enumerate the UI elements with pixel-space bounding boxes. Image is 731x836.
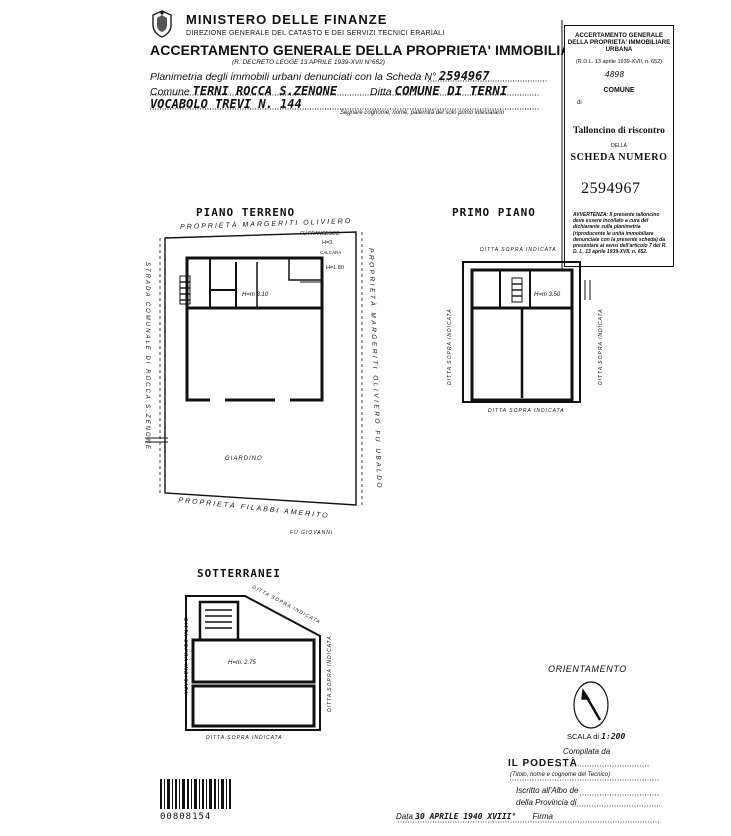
comune-line: Comune TERNI ROCCA S.ZENONE Ditta COMUNE… xyxy=(150,83,507,98)
calcara-label: CALCARA xyxy=(320,250,342,255)
scheda-number: 2594967 xyxy=(439,69,490,83)
property-bottom-sub: FU GIOVANNI xyxy=(290,530,334,536)
vocabolo-value: VOCABOLO TREVI N. 144 xyxy=(150,97,302,111)
first-floor-title: PRIMO PIANO xyxy=(452,206,536,219)
height-180: H=1.80 xyxy=(326,265,344,271)
basement-title: SOTTERRANEI xyxy=(197,567,281,580)
scheda-underline xyxy=(428,80,548,82)
state-emblem-icon xyxy=(152,10,172,38)
scale-label: SCALA di xyxy=(567,732,600,741)
first-floor-outline xyxy=(462,261,581,403)
card-comune: COMUNE xyxy=(603,87,635,94)
basement-height: H=m. 2.75 xyxy=(228,660,256,666)
date-value: 30 APRILE 1940 XVIII° xyxy=(415,812,517,821)
planimetria-label: Planimetria degli immobili urbani denunc… xyxy=(150,71,437,83)
basement-ditta-left: DITTA SOPRA INDICATA xyxy=(182,618,188,695)
ground-floor-building xyxy=(185,256,324,402)
first-floor-ditta-bottom: DITTA SOPRA INDICATA xyxy=(488,408,565,414)
tecnico-note: (Titolo, nome e cognome del Tecnico) xyxy=(510,772,611,778)
first-floor-ditta-top: DITTA SOPRA INDICATA xyxy=(480,247,557,253)
comune-underline xyxy=(150,94,540,96)
date-label: Data xyxy=(396,812,413,821)
firma-label: Firma xyxy=(532,812,553,821)
ground-height: H=m 3.10 xyxy=(242,292,269,298)
basement-ditta-right: DITTA SOPRA INDICATA xyxy=(327,635,333,712)
date-line: Data 30 APRILE 1940 XVIII° Firma xyxy=(396,812,553,821)
orientation-compass xyxy=(573,681,609,729)
provincia-label: della Provincia di xyxy=(516,798,577,807)
iscritto-label: Iscritto all'Albo de xyxy=(516,786,579,795)
strada-label: STRADA COMUNALE DI ROCCA S.ZENONE xyxy=(144,262,150,451)
comune-label: Comune xyxy=(150,86,190,98)
card-di: di xyxy=(577,100,582,106)
card-number: 2594967 xyxy=(581,180,641,197)
talloncino-card: ACCERTAMENTO GENERALE DELLA PROPRIETA' I… xyxy=(564,25,674,267)
vocabolo-underline xyxy=(150,108,540,110)
basement-ditta-bottom: DITTA SOPRA INDICATA xyxy=(206,735,283,741)
card-shadow-edge xyxy=(561,20,563,270)
ditta-value: COMUNE DI TERNI xyxy=(394,83,508,98)
first-floor-height: H=m 3.50 xyxy=(534,292,561,298)
card-della: DELLA xyxy=(611,143,627,149)
decree-reference: (R. DECRETO LEGGE 13 APRILE 1939-XVII N°… xyxy=(232,59,385,66)
card-handwritten-number: 4898 xyxy=(605,70,625,79)
compilata-label: Compilata da xyxy=(563,747,611,756)
barcode-number: 00808154 xyxy=(160,812,212,822)
barcode-icon xyxy=(160,779,231,809)
first-floor-ditta-right: DITTA SOPRA INDICATA xyxy=(598,308,604,385)
giardino-label: GIARDINO xyxy=(225,456,263,462)
ground-floor-title: PIANO TERRENO xyxy=(196,206,296,219)
ministry-title: MINISTERO DELLE FINANZE xyxy=(186,12,388,27)
scale-value: 1:200 xyxy=(601,732,626,741)
card-scheda-numero: SCHEDA NUMERO xyxy=(570,152,668,163)
basement-outline xyxy=(185,595,321,731)
scale-line: SCALA di 1:200 xyxy=(567,732,625,741)
card-talloncino: Talloncino di riscontro xyxy=(573,126,665,136)
property-top-sub: FU FRANCESCO xyxy=(300,231,340,237)
owner-note: Segnare cognome, nome, paternità del sol… xyxy=(340,110,505,116)
card-avvertenza: AVVERTENZA: Il presente talloncino deve … xyxy=(573,212,667,256)
orientamento-label: ORIENTAMENTO xyxy=(548,664,627,674)
ground-floor-lot-boundary xyxy=(164,231,357,506)
card-decree: (R.D.L. 13 aprile 1939-XVII, n. 652) xyxy=(575,59,663,65)
podesta-label: IL PODESTÀ xyxy=(508,758,578,769)
card-title: ACCERTAMENTO GENERALE DELLA PROPRIETA' I… xyxy=(567,32,671,53)
first-floor-ditta-left: DITTA SOPRA INDICATA xyxy=(447,308,453,385)
directorate-subtitle: DIREZIONE GENERALE DEL CATASTO E DEI SER… xyxy=(186,30,445,37)
document-title: ACCERTAMENTO GENERALE DELLA PROPRIETA' I… xyxy=(150,42,656,58)
planimetria-line: Planimetria degli immobili urbani denunc… xyxy=(150,69,490,83)
calcara-height: H=3. xyxy=(322,240,334,246)
